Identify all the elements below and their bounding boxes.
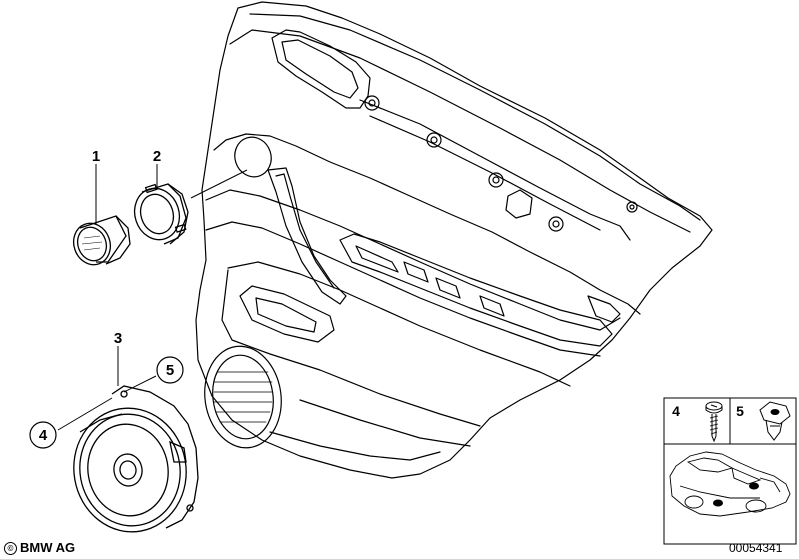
copyright-text: BMW AG (20, 540, 76, 555)
legend-number-5: 5 (736, 403, 744, 419)
part-1-tweeter-cover (72, 215, 131, 266)
copyright-symbol: © (4, 542, 17, 555)
diagram-id: 00054341 (729, 541, 783, 555)
callout-2: 2 (153, 148, 161, 165)
part-2-tweeter-ring (133, 183, 189, 245)
callout-1: 1 (92, 148, 100, 165)
copyright-notice: ©BMW AG (4, 540, 75, 555)
legend-box (663, 397, 797, 545)
callout-4: 4 (39, 427, 48, 444)
rear-door-marker-right (749, 482, 759, 490)
leader-line-4 (57, 397, 113, 431)
screw-icon (705, 401, 723, 443)
car-silhouette-icon (669, 451, 791, 517)
callout-5-circle (156, 356, 184, 384)
leader-line-2b (190, 169, 248, 199)
door-trim-panel (195, 1, 713, 479)
callout-5: 5 (166, 362, 174, 379)
callout-3: 3 (114, 330, 122, 347)
rear-door-marker-left (713, 499, 723, 507)
clip-nut-icon (759, 401, 791, 441)
leader-lines (57, 164, 248, 431)
legend-number-4: 4 (672, 403, 680, 419)
callout-4-circle (29, 421, 57, 449)
part-3-door-loudspeaker (73, 385, 199, 533)
leader-line-5 (123, 375, 157, 393)
